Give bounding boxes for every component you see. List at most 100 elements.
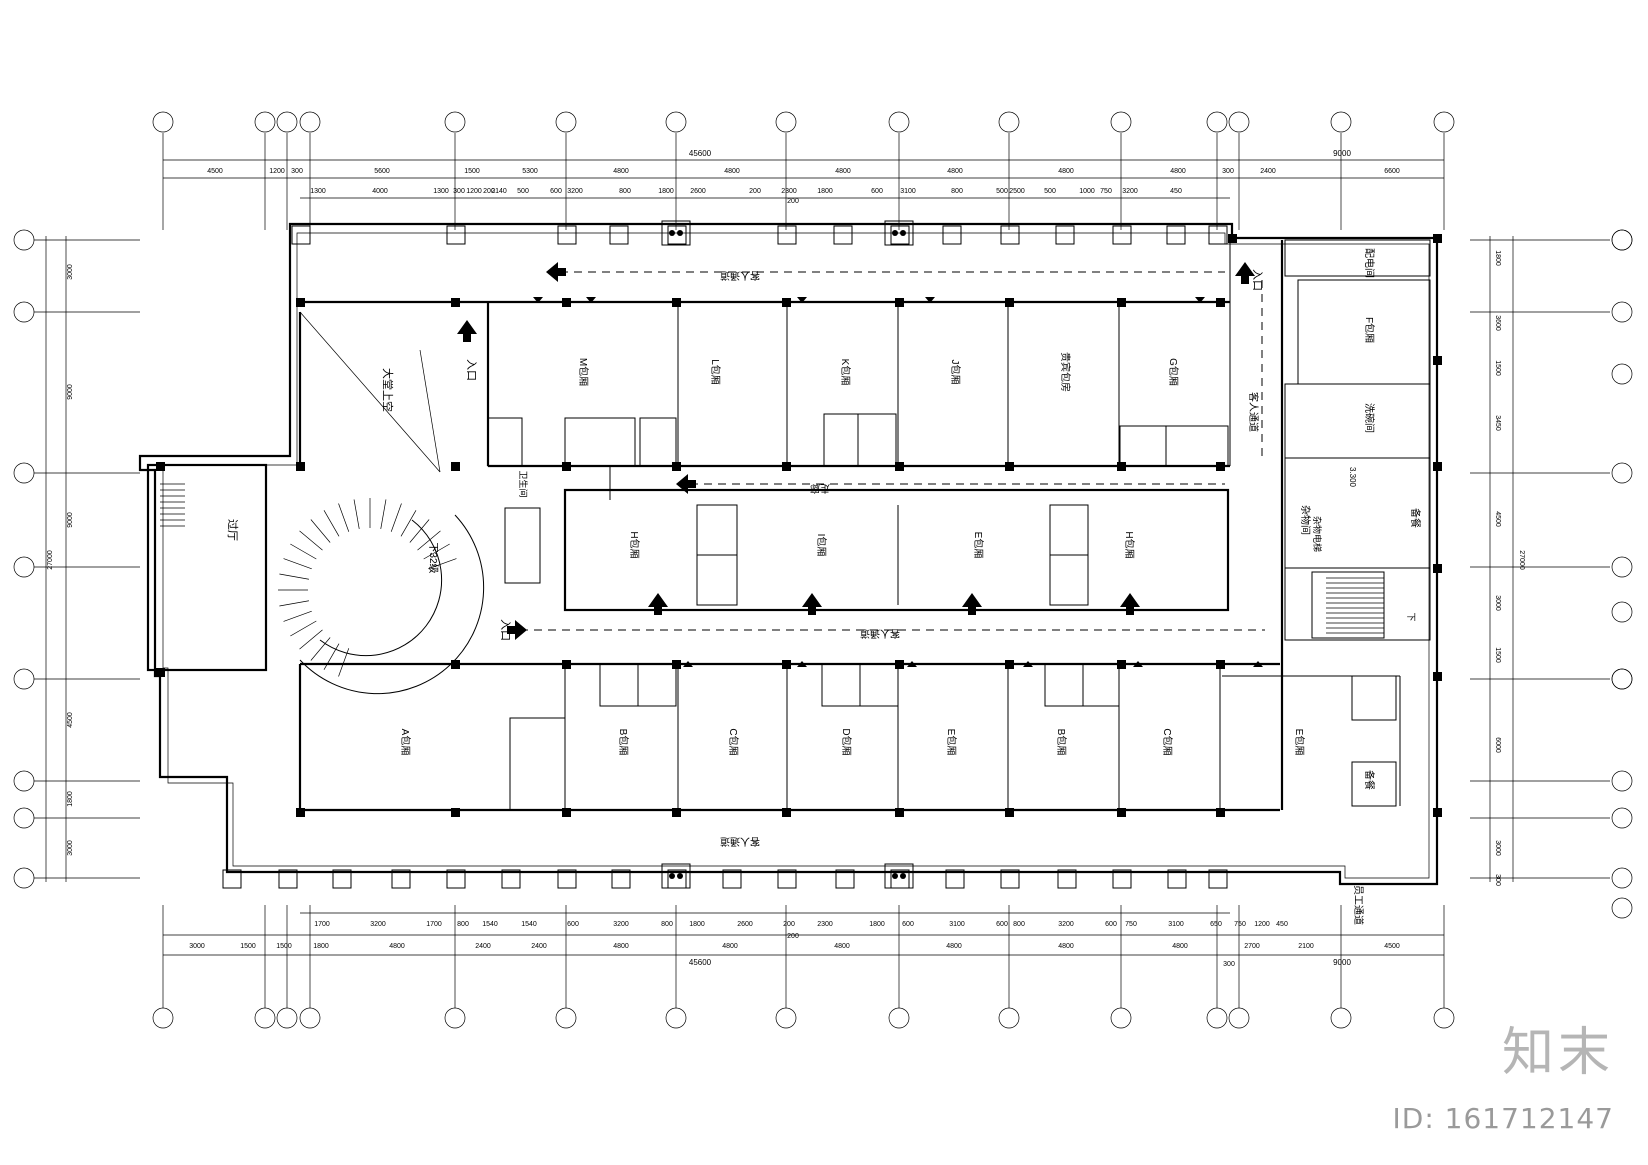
dim-bottom-row1: 3100	[1168, 921, 1184, 928]
grid-bubble	[1228, 111, 1250, 133]
column-dot	[677, 230, 683, 236]
entrance-arrow	[507, 620, 527, 640]
columns	[156, 220, 1442, 889]
grid-lines	[13, 111, 1633, 1029]
spiral-step	[290, 620, 317, 637]
structural-column	[1433, 672, 1442, 681]
grid-bubble	[299, 111, 321, 133]
spiral-step	[283, 558, 312, 570]
spiral-step	[279, 573, 310, 580]
perimeter-column	[833, 225, 853, 245]
perimeter-column	[890, 225, 910, 245]
dim-right: 1800	[1494, 250, 1501, 266]
grid-bubble	[13, 668, 35, 690]
structural-column	[672, 808, 681, 817]
spiral-step	[417, 530, 441, 551]
dim-bottom-row2: 4800	[834, 943, 850, 950]
wash-label: 卫生间	[518, 470, 529, 497]
spiral-step	[323, 643, 340, 670]
dim-bottom-row2: 4800	[389, 943, 405, 950]
dim-bottom-row1: 600	[902, 921, 914, 928]
grid-bubble	[1433, 1007, 1455, 1029]
east-room	[1351, 675, 1397, 721]
dim-bottom-row2: 2700	[1244, 943, 1260, 950]
door-arrow	[648, 593, 668, 615]
door-mark	[683, 661, 693, 667]
structural-column	[895, 462, 904, 471]
sub-room	[637, 663, 677, 707]
dim-top-row2: 500	[996, 188, 1008, 195]
perimeter-column	[222, 869, 242, 889]
atrium-label: 大堂上空	[381, 368, 395, 412]
perimeter-column	[1055, 225, 1075, 245]
direction-arrows	[457, 262, 1265, 667]
door-mark	[586, 297, 596, 303]
spiral-step	[409, 519, 430, 543]
stair-down-label: 下32级	[427, 542, 439, 573]
dim-bottom-row1: 800	[457, 921, 469, 928]
dim-bottom-row1: 1540	[521, 921, 537, 928]
column-dot	[892, 873, 898, 879]
room-label-south: E包厢	[1293, 729, 1306, 756]
grid-bubble	[13, 867, 35, 889]
door-arrow	[1120, 593, 1140, 615]
foyer	[146, 463, 268, 672]
grid-bubble	[1611, 363, 1633, 385]
column-pair	[884, 220, 914, 246]
column-dot	[900, 230, 906, 236]
room-label-north: L包厢	[709, 359, 722, 385]
room-label-east: F包厢	[1363, 317, 1376, 343]
column-pair	[661, 863, 691, 889]
dim-top-row1: 1500	[464, 168, 480, 175]
grid-bubble	[13, 807, 35, 829]
dim-bottom-row1: 750	[1234, 921, 1246, 928]
spiral-step	[338, 503, 350, 532]
structural-column	[296, 298, 305, 307]
spiral-stair-outer	[299, 514, 485, 695]
dim-bottom-row1: 600	[1105, 921, 1117, 928]
dim-right: 300	[1494, 874, 1501, 886]
dim-left: 3000	[67, 840, 74, 856]
dim-bottom-row1: 3200	[1058, 921, 1074, 928]
dim-bottom-row1: 3200	[370, 921, 386, 928]
structural-column	[1117, 808, 1126, 817]
room-label-south: C包厢	[727, 728, 740, 755]
passage-label: 客人通道	[1247, 392, 1260, 432]
dim-right: 3000	[1494, 840, 1501, 856]
dim-right-total: 27000	[1518, 550, 1525, 570]
dim-bottom-row1: 1540	[482, 921, 498, 928]
structural-column	[562, 808, 571, 817]
dim-top-row2: 1000	[1079, 188, 1095, 195]
dim-bottom-row1: 750	[1125, 921, 1137, 928]
dim-top-row2: 3200	[567, 188, 583, 195]
sub-room	[1049, 504, 1089, 556]
structural-column	[895, 660, 904, 669]
passage-label: 走廊	[810, 482, 830, 495]
entrance-label: 入口	[499, 619, 511, 641]
dim-top-row2: 1800	[817, 188, 833, 195]
sub-room	[823, 413, 859, 467]
dim-bottom-row2: 4800	[946, 943, 962, 950]
door-arrow	[962, 593, 982, 615]
structural-column	[1228, 234, 1237, 243]
dim-left: 9000	[67, 512, 74, 528]
perimeter-column	[391, 869, 411, 889]
structural-column	[1005, 462, 1014, 471]
structural-column	[1216, 808, 1225, 817]
dim-top-row1: 2400	[1260, 168, 1276, 175]
dim-left: 1800	[67, 791, 74, 807]
column-dot	[669, 873, 675, 879]
spiral-stair-inner	[319, 519, 443, 657]
dim-right: 1500	[1494, 360, 1501, 376]
door-mark	[907, 661, 917, 667]
room-label-south: D包厢	[840, 728, 853, 755]
grid-bubble	[276, 111, 298, 133]
sub-room	[696, 554, 738, 606]
east-room	[1284, 567, 1431, 641]
grid-bubble	[1611, 897, 1633, 919]
dim-bottom-row1: 650	[1210, 921, 1222, 928]
column-pair	[884, 863, 914, 889]
dim-bottom-row2: 4800	[1172, 943, 1188, 950]
dim-bottom-row2: 1800	[313, 943, 329, 950]
